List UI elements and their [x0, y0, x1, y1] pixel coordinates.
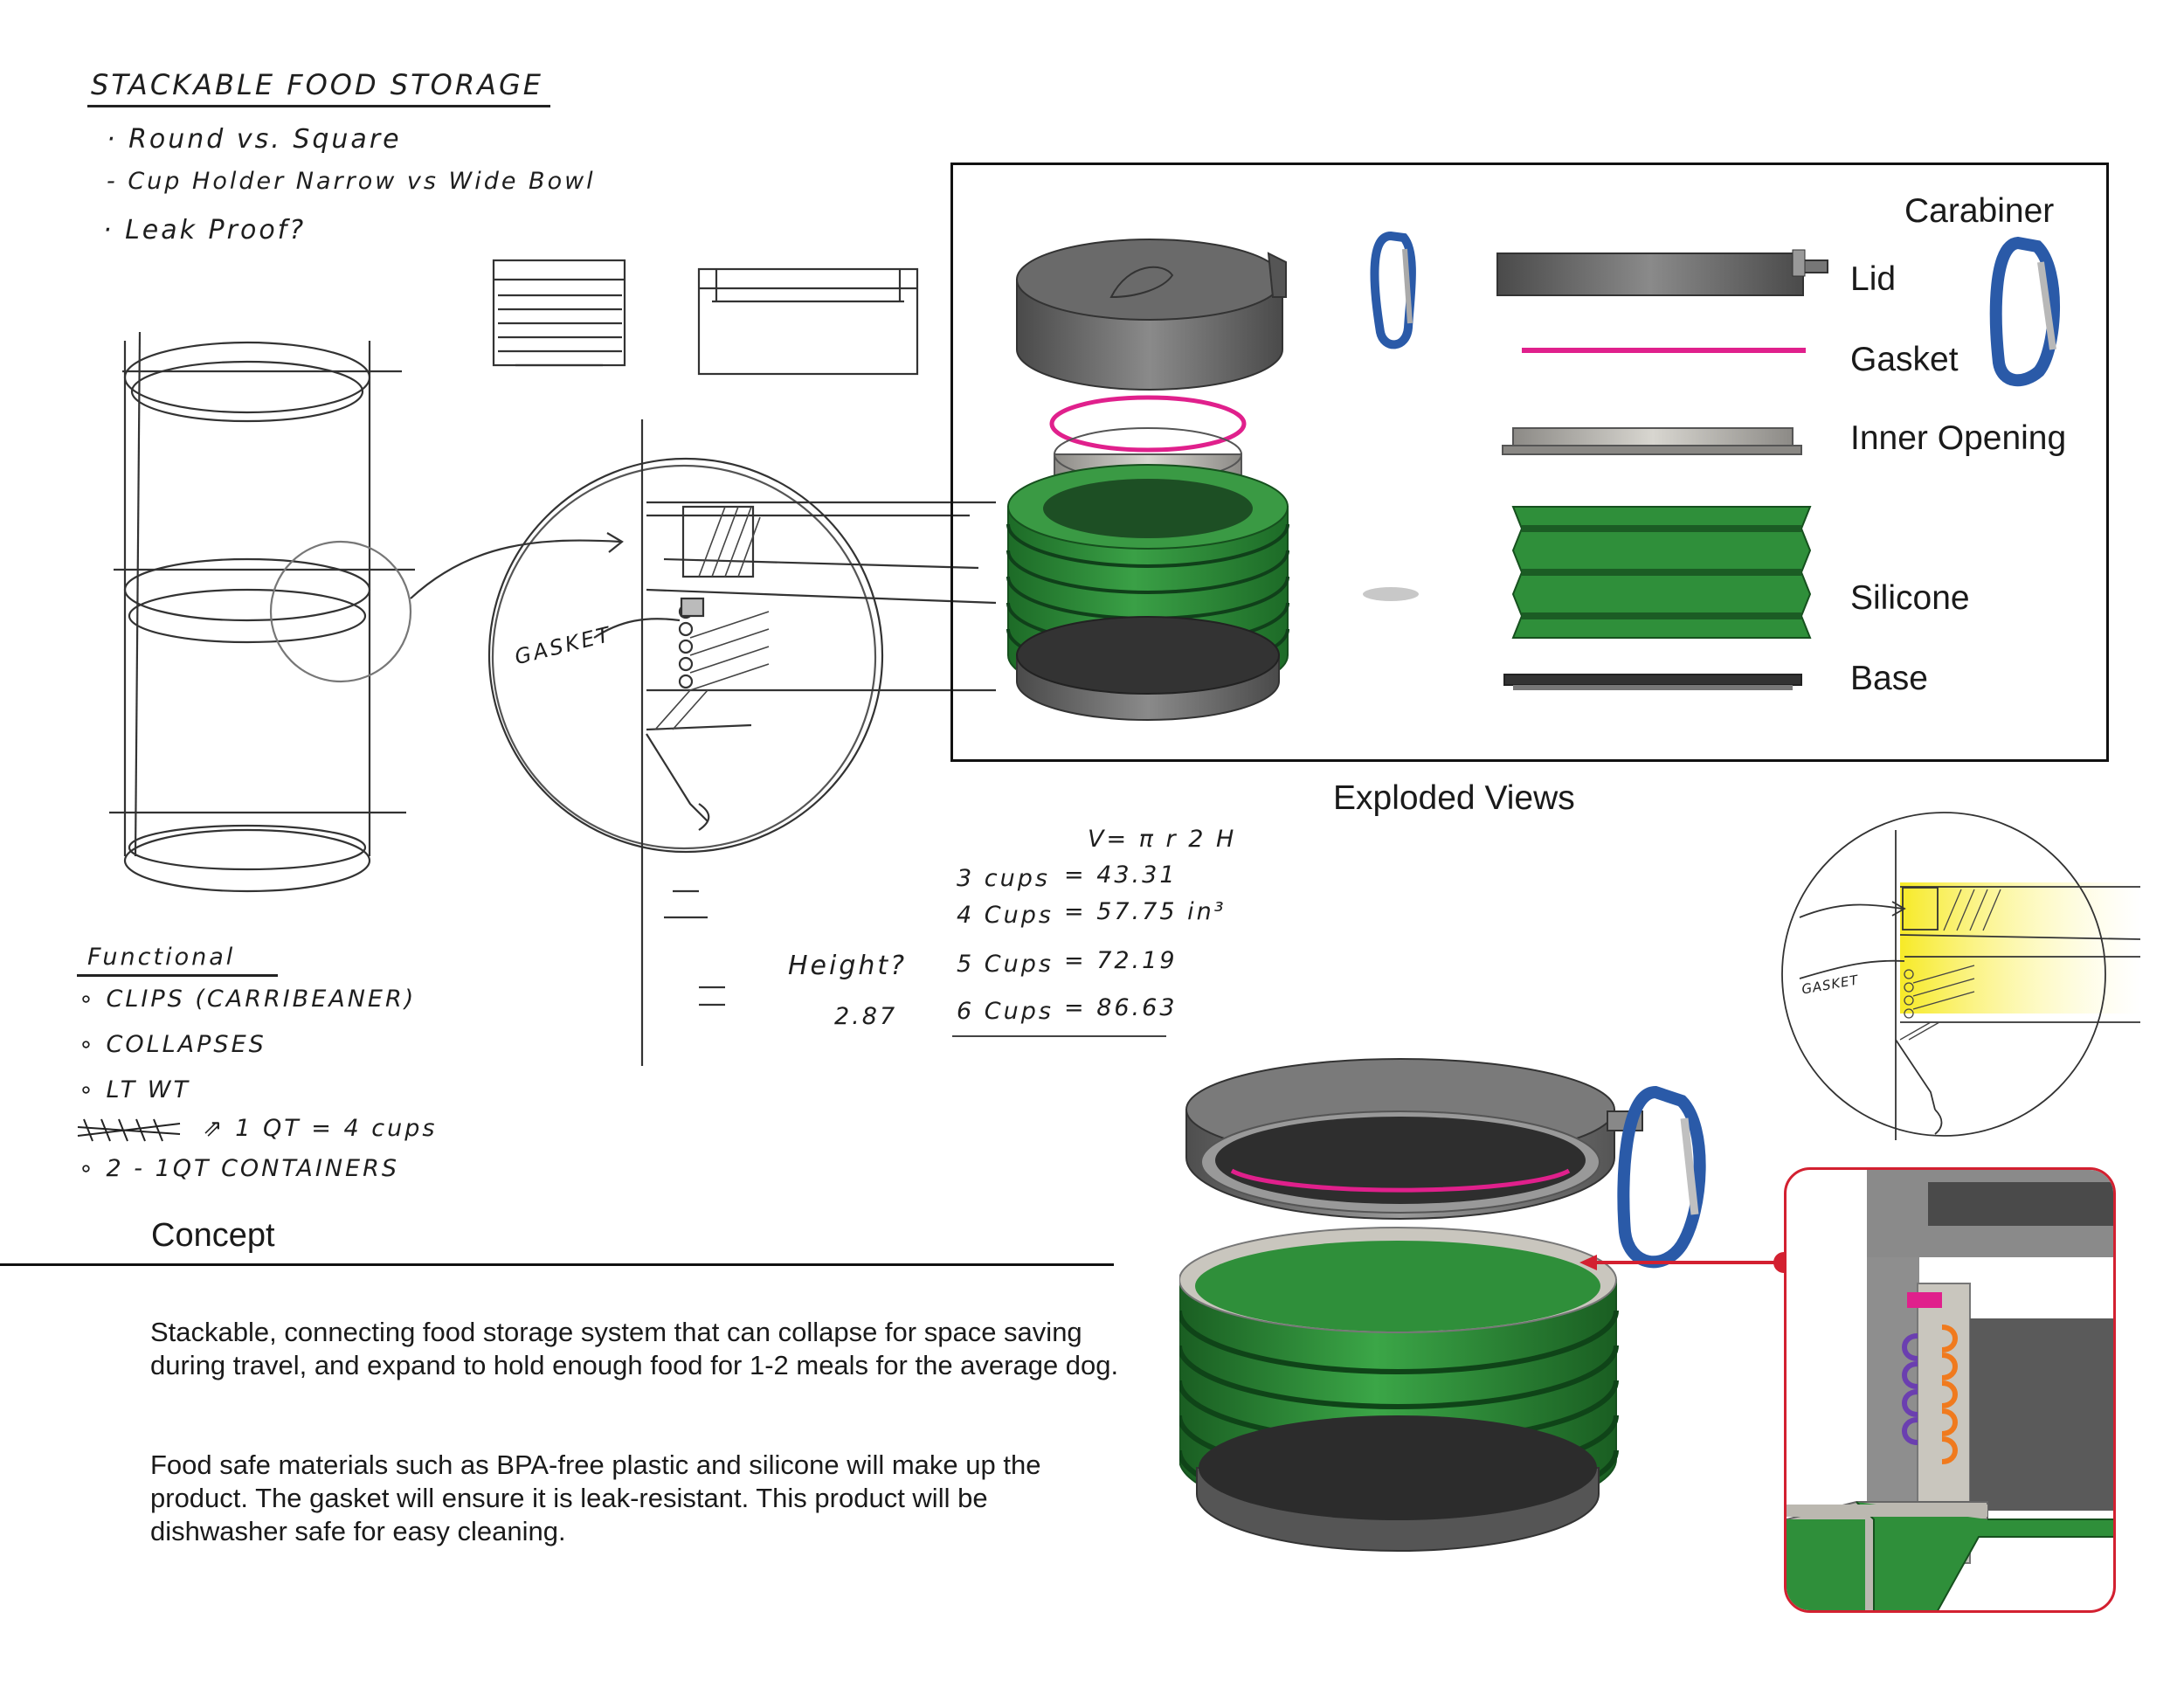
note-leak-proof: · Leak Proof? — [103, 215, 307, 246]
calc-3-cups-label: 3 cups — [957, 865, 1050, 892]
calc-5-cups-value: = 72.19 — [1064, 947, 1178, 974]
assembled-rendering — [1179, 1058, 1794, 1552]
volume-formula: V= π r 2 H — [1088, 826, 1237, 853]
large-carabiner — [1989, 236, 2061, 387]
side-base — [1503, 674, 1802, 690]
side-lid — [1496, 249, 1828, 296]
functional-light-weight: ∘ LT WT — [79, 1076, 190, 1103]
shadow-ellipse — [1363, 587, 1419, 601]
assembled-gasket — [1230, 1168, 1571, 1193]
concept-divider — [0, 1263, 1114, 1266]
title-underline — [87, 105, 550, 107]
part-label-gasket: Gasket — [1850, 341, 1959, 378]
part-label-inner-opening: Inner Opening — [1850, 419, 2067, 457]
section-detail-rendering — [1787, 1170, 2113, 1610]
exploded-views-caption: Exploded Views — [1333, 779, 1575, 817]
concept-paragraph-2: Food safe materials such as BPA-free pla… — [150, 1449, 1041, 1546]
part-label-silicone: Silicone — [1850, 579, 1970, 617]
assembled-lid — [1185, 1058, 1643, 1220]
concept-title: Concept — [151, 1217, 275, 1254]
assembled-body — [1179, 1227, 1619, 1552]
exploded-gasket — [1049, 395, 1247, 453]
calc-5-cups-label: 5 Cups — [957, 951, 1054, 978]
part-label-carabiner: Carabiner — [1904, 192, 2055, 230]
exploded-view-frame — [950, 163, 2109, 762]
functional-quart: ⇗ 1 QT = 4 cups — [203, 1115, 438, 1142]
height-question: Height? — [788, 951, 908, 981]
functional-clips: ∘ CLIPS (CARRIBEANER) — [79, 986, 417, 1013]
calc-4-cups-value: = 57.75 in³ — [1064, 898, 1227, 925]
note-cup-holder: - Cup Holder Narrow vs Wide Bowl — [107, 168, 596, 195]
calc-4-cups-label: 4 Cups — [957, 902, 1054, 929]
assembled-carabiner — [1617, 1085, 1706, 1269]
calc-6-cups-label: 6 Cups — [957, 998, 1054, 1025]
height-value: 2.87 — [834, 1003, 898, 1030]
calc-3-cups-value: = 43.31 — [1064, 861, 1178, 889]
section-callout-frame — [1784, 1167, 2116, 1613]
exploded-lid — [1016, 239, 1287, 391]
scribble-mark — [77, 1118, 181, 1142]
functional-containers: ∘ 2 - 1QT CONTAINERS — [79, 1155, 399, 1182]
note-round-vs-square: · Round vs. Square — [107, 124, 402, 155]
concept-paragraph-1: Stackable, connecting food storage syste… — [150, 1317, 1119, 1380]
exploded-view-renderings — [1006, 231, 2061, 721]
part-label-base: Base — [1850, 660, 1928, 697]
functional-heading: Functional — [87, 944, 236, 971]
exploded-carabiner-small — [1370, 231, 1416, 349]
calc-underline — [952, 1035, 1166, 1037]
functional-underline — [77, 974, 278, 977]
functional-collapses: ∘ COLLAPSES — [79, 1031, 266, 1058]
cylinder-top-rim — [123, 341, 371, 414]
part-label-lid: Lid — [1850, 260, 1897, 298]
sketch-title: STACKABLE FOOD STORAGE — [91, 68, 543, 101]
exploded-base — [1016, 616, 1280, 721]
highlighted-detail-sketch — [1781, 812, 2141, 1140]
side-inner-opening — [1502, 427, 1802, 455]
pencil-sketches — [109, 259, 997, 1066]
calc-6-cups-value: = 86.63 — [1064, 994, 1178, 1021]
side-silicone — [1511, 506, 1812, 639]
